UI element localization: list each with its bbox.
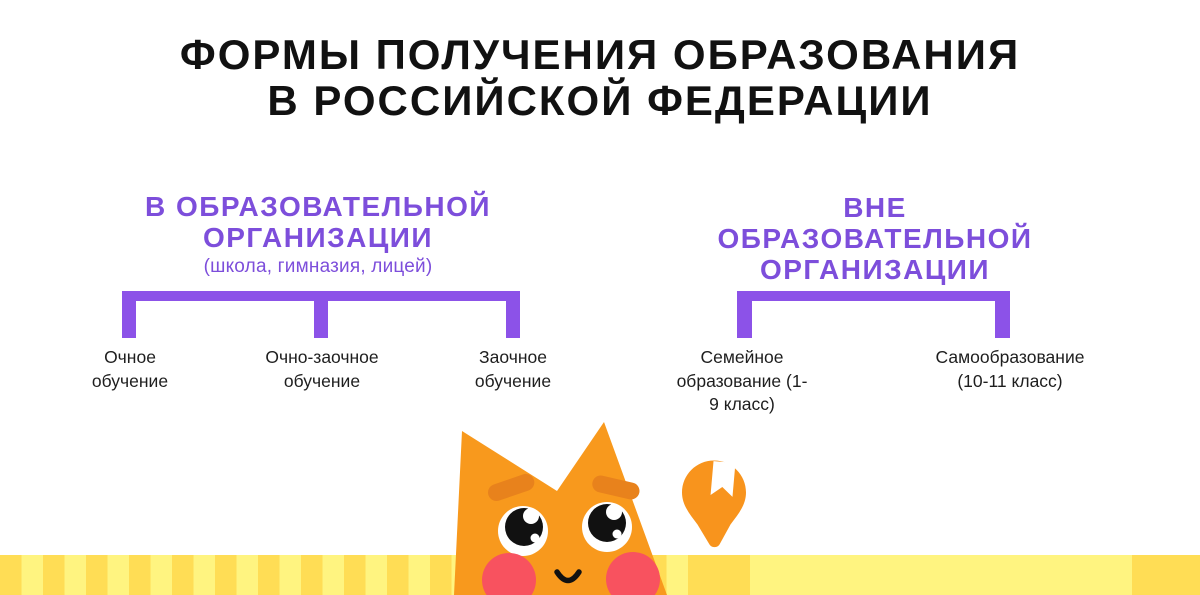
page-title-line-1: ФОРМЫ ПОЛУЧЕНИЯ ОБРАЗОВАНИЯ [179,31,1021,78]
leaf-label-self-education: Самообразование (10-11 класс) [935,347,1085,391]
branch-heading-outside-organization: ВНЕ ОБРАЗОВАТЕЛЬНОЙ ОРГАНИЗАЦИИ [675,192,1075,285]
eye-highlight [612,529,622,539]
fox-left-cheek [482,553,536,595]
bookmark-icon [710,461,736,497]
eye-highlight [530,533,540,543]
bracket-bar [737,291,1010,301]
bracket-in-organization [122,291,520,338]
page-title: ФОРМЫ ПОЛУЧЕНИЯ ОБРАЗОВАНИЯ В РОССИЙСКОЙ… [0,32,1200,124]
stripe-segment [707,555,750,595]
bracket-drop [506,291,520,338]
eye-highlight [606,504,622,520]
leaf-label-full-time: Очное обучение [91,347,169,391]
stripe-segment [750,555,1132,595]
bracket-outside-organization [737,291,1010,338]
leaf-label-family-education: Семейное образование (1-9 класс) [676,347,808,414]
branch-heading-line: ВНЕ [843,192,907,223]
bracket-drop [314,291,328,338]
leaf-label-mixed: Очно-заочное обучение [265,347,379,391]
bracket-drop [995,291,1010,338]
fox-right-cheek [606,552,660,595]
branch-heading-line: ОРГАНИЗАЦИИ [759,254,991,285]
bracket-drop [737,291,752,338]
eye-highlight [523,508,539,524]
mascot-scene [454,422,746,595]
bracket-drop [122,291,136,338]
fox-head [454,422,667,595]
branch-heading-in-organization: В ОБРАЗОВАТЕЛЬНОЙ ОРГАНИЗАЦИИ (школа, ги… [98,191,538,279]
branch-heading-line: ОРГАНИЗАЦИИ [202,222,434,253]
branch-heading-line: ОБРАЗОВАТЕЛЬНОЙ [717,223,1033,254]
fox-left-eyebrow [488,473,535,502]
leaf-label-distance: Заочное обучение [474,347,552,391]
fox-mascot-icon [454,422,667,595]
branch-heading-line: В ОБРАЗОВАТЕЛЬНОЙ [144,191,492,222]
page-title-line-2: В РОССИЙСКОЙ ФЕДЕРАЦИИ [267,77,933,124]
fox-right-eyebrow [592,475,640,500]
location-pin-icon [682,460,746,548]
branch-subtitle: (школа, гимназия, лицей) [203,256,433,277]
fox-smile [554,569,582,584]
stripe-segment [1132,555,1200,595]
